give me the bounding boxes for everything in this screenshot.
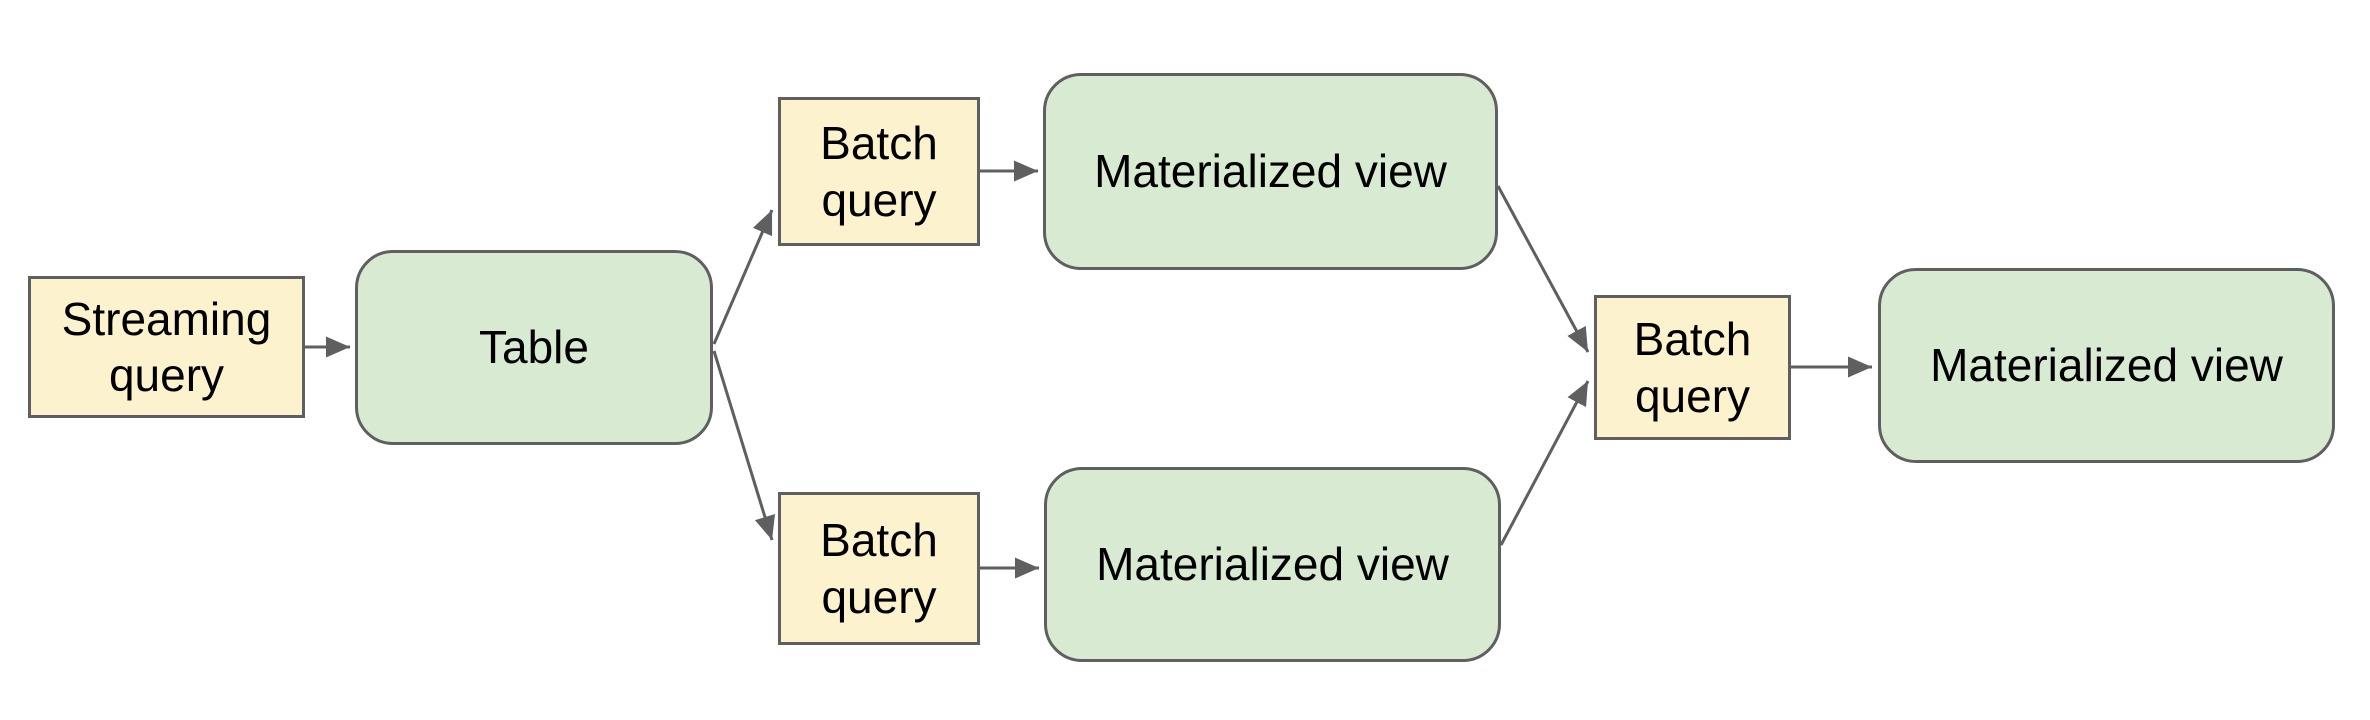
node-streaming-query-label: Streaming query [61, 292, 272, 401]
edge-materialized-view-bottom-to-batch-query-right [1499, 380, 1590, 546]
edge-table-to-batch-query-top [712, 209, 774, 345]
edge-materialized-view-top-to-batch-query-right [1496, 185, 1590, 353]
node-materialized-view-bottom: Materialized view [1044, 467, 1501, 662]
node-materialized-view-bottom-label: Materialized view [1096, 538, 1449, 591]
node-batch-query-right-label: Batch query [1633, 313, 1752, 422]
node-batch-query-right: Batch query [1594, 295, 1791, 440]
node-table-label: Table [479, 321, 589, 374]
node-materialized-view-top: Materialized view [1043, 73, 1498, 270]
node-batch-query-bottom-label: Batch query [820, 514, 938, 623]
node-batch-query-top: Batch query [778, 97, 980, 246]
node-table: Table [355, 250, 713, 445]
node-materialized-view-top-label: Materialized view [1094, 145, 1447, 198]
edge-table-to-batch-query-bottom [712, 350, 775, 541]
node-batch-query-top-label: Batch query [820, 117, 938, 226]
node-batch-query-bottom: Batch query [778, 492, 980, 645]
node-streaming-query: Streaming query [28, 276, 305, 418]
node-materialized-view-right-label: Materialized view [1930, 339, 2283, 392]
node-materialized-view-right: Materialized view [1878, 268, 2335, 463]
